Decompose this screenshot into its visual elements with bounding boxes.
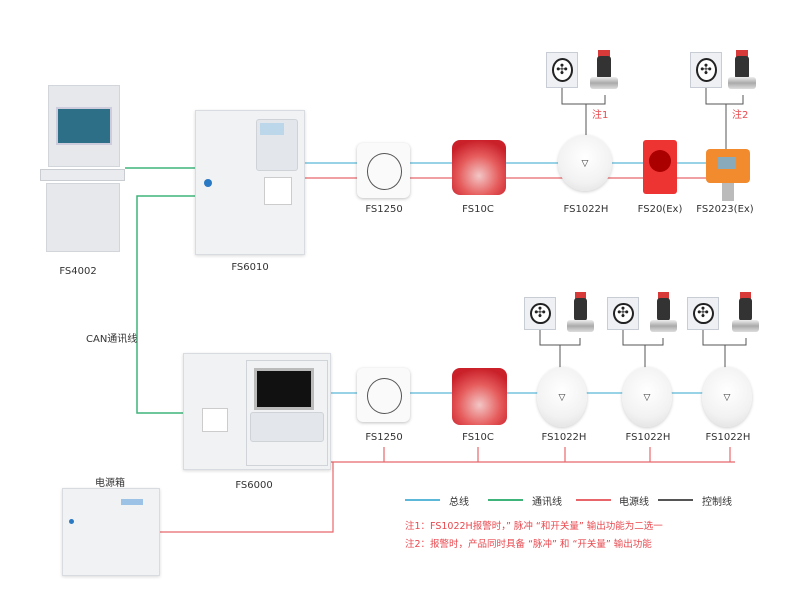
solenoid-valve-icon <box>732 292 759 338</box>
solenoid-valve-icon <box>728 50 756 95</box>
top-label-4: FS20(Ex) <box>637 204 683 215</box>
top-label-5: FS2023(Ex) <box>696 204 754 215</box>
fs1022h-detector: ▽ <box>622 367 672 427</box>
top-label-2: FS10C <box>462 204 494 215</box>
bottom-label-2: FS10C <box>462 432 494 443</box>
fs6010-label: FS6010 <box>231 262 269 273</box>
detector-logo-icon: ▽ <box>723 393 731 404</box>
legend-comm-label: 通讯线 <box>532 497 562 508</box>
solenoid-valve-icon <box>590 50 618 95</box>
fan-icon <box>687 297 719 330</box>
note-2: 注2：报警时，产品同时具备 “脉冲” 和 “开关量” 输出功能 <box>405 539 652 550</box>
bottom-label-1: FS1250 <box>365 432 403 443</box>
fs4002-label: FS4002 <box>59 266 97 277</box>
bottom-control-lines <box>539 330 747 368</box>
fs6000-label: FS6000 <box>235 480 273 491</box>
fs6010-panel <box>195 110 305 255</box>
fs1022h-detector: ▽ <box>558 135 612 191</box>
fs1022h-detector: ▽ <box>702 367 752 427</box>
fan-icon <box>690 52 722 88</box>
bottom-label-5: FS1022H <box>705 432 751 443</box>
legend-control-label: 控制线 <box>702 497 732 508</box>
power-drops <box>383 447 731 462</box>
bottom-label-4: FS1022H <box>625 432 671 443</box>
fs1022h-detector: ▽ <box>537 367 587 427</box>
legend-bus-line <box>405 499 440 501</box>
legend-power-label: 电源线 <box>619 497 649 508</box>
fs10c-alarm <box>452 368 507 425</box>
solenoid-valve-icon <box>567 292 594 338</box>
fan-icon <box>546 52 578 88</box>
fs10c-alarm <box>452 140 506 195</box>
fan-icon <box>607 297 639 330</box>
power-box <box>62 488 160 576</box>
power-box-line <box>160 462 334 533</box>
power-box-label: 电源箱 <box>95 478 125 489</box>
detector-logo-icon: ▽ <box>581 159 589 170</box>
control-line-2 <box>705 88 744 105</box>
can-comm-line <box>136 195 195 414</box>
note-tag-1: 注1 <box>592 110 609 121</box>
legend-control-line <box>658 499 693 501</box>
fs1250-module <box>357 143 410 198</box>
fs6000-panel <box>183 353 331 470</box>
note-1: 注1：FS1022H报警时，” 脉冲 “和开关量” 输出功能为二选一 <box>405 521 663 532</box>
legend-bus-label: 总线 <box>449 497 469 508</box>
detector-logo-icon: ▽ <box>558 393 566 404</box>
fs4002-console <box>40 85 125 252</box>
legend-power-line <box>576 499 611 501</box>
top-label-3: FS1022H <box>563 204 609 215</box>
fs20ex-alarm <box>643 140 677 194</box>
detector-logo-icon: ▽ <box>643 393 651 404</box>
fan-icon <box>524 297 556 330</box>
fs2023ex-detector <box>706 145 750 201</box>
can-label: CAN通讯线 <box>86 334 138 345</box>
note-tag-2: 注2 <box>732 110 749 121</box>
solenoid-valve-icon <box>650 292 677 338</box>
fs1250-module <box>357 368 410 422</box>
control-line-1 <box>561 88 606 105</box>
top-label-1: FS1250 <box>365 204 403 215</box>
legend-comm-line <box>488 499 523 501</box>
bottom-label-3: FS1022H <box>541 432 587 443</box>
